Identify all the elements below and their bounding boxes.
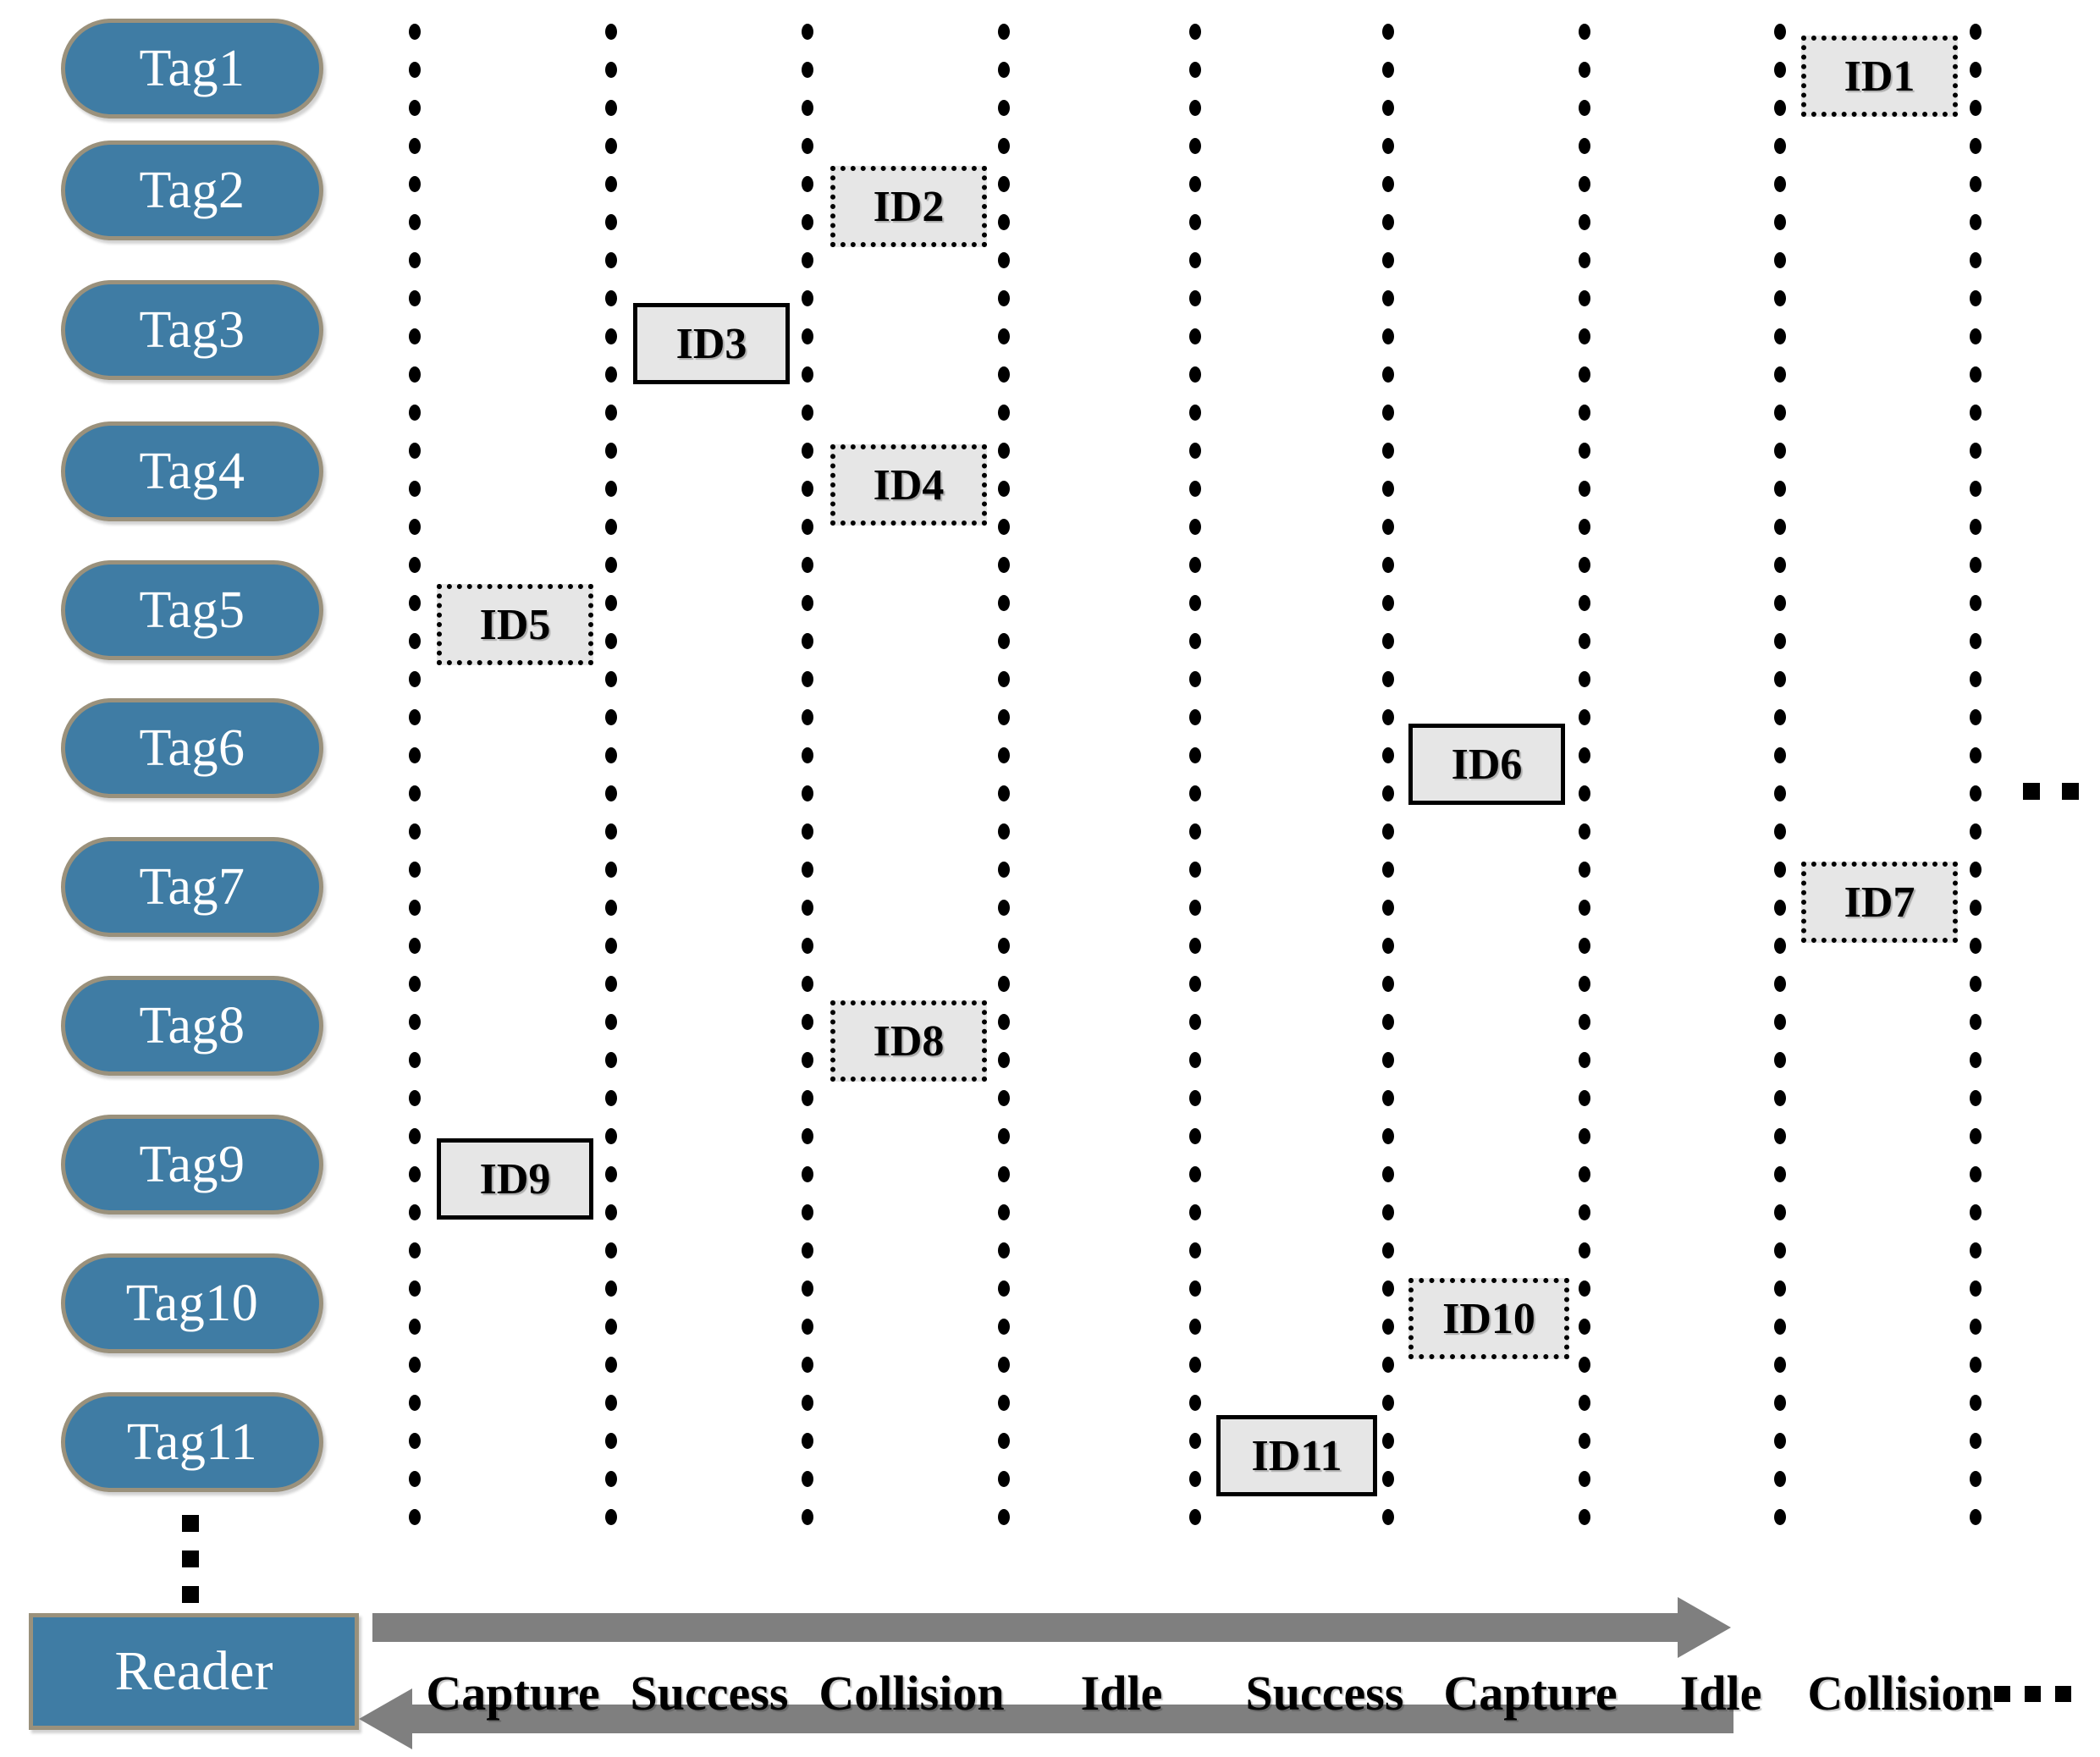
slot-label-text: Success xyxy=(1245,1665,1404,1721)
tag-label: Tag6 xyxy=(139,719,245,777)
slot-boundary-line-4 xyxy=(998,24,1010,1525)
slot-boundary-line-6 xyxy=(1382,24,1394,1525)
timeline-arrow-left-icon xyxy=(359,1688,1733,1749)
tag-pill-tag2[interactable]: Tag2 xyxy=(61,140,323,240)
id-box-label: ID10 xyxy=(1442,1294,1535,1343)
id-box-id2[interactable]: ID2 xyxy=(830,166,987,247)
id-box-label: ID8 xyxy=(873,1016,945,1066)
id-box-id4[interactable]: ID4 xyxy=(830,444,987,526)
tag-pill-tag3[interactable]: Tag3 xyxy=(61,280,323,380)
id-box-label: ID5 xyxy=(479,600,551,649)
id-box-id6[interactable]: ID6 xyxy=(1408,724,1565,805)
id-box-label: ID1 xyxy=(1844,52,1915,101)
id-box-id8[interactable]: ID8 xyxy=(830,1000,987,1082)
tag-label: Tag5 xyxy=(139,581,245,639)
arrow-left-shaft xyxy=(411,1705,1733,1733)
id-box-label: ID2 xyxy=(873,182,945,231)
tag-label: Tag3 xyxy=(139,301,245,359)
tag-label: Tag8 xyxy=(139,997,245,1055)
tag-label: Tag10 xyxy=(125,1275,259,1332)
id-box-id10[interactable]: ID10 xyxy=(1408,1278,1569,1359)
tag-label: Tag1 xyxy=(139,40,245,97)
slot-boundary-line-1 xyxy=(409,24,421,1525)
id-box-id11[interactable]: ID11 xyxy=(1216,1415,1377,1496)
tag-pill-tag9[interactable]: Tag9 xyxy=(61,1115,323,1214)
id-box-label: ID11 xyxy=(1251,1431,1342,1480)
id-box-label: ID6 xyxy=(1451,740,1523,789)
arrow-left-head xyxy=(359,1688,412,1749)
id-box-label: ID4 xyxy=(873,460,945,509)
slot-label-text: Collision xyxy=(1807,1665,1993,1721)
tag-label: Tag7 xyxy=(139,858,245,916)
slot-boundary-line-2 xyxy=(605,24,617,1525)
id-box-label: ID7 xyxy=(1844,878,1915,927)
id-box-id1[interactable]: ID1 xyxy=(1801,36,1958,117)
slot-label-text: Capture xyxy=(1443,1665,1618,1721)
slot-label-text: Idle xyxy=(1679,1665,1762,1721)
tag-pill-tag5[interactable]: Tag5 xyxy=(61,560,323,660)
timeline-continue-ellipsis-icon xyxy=(1994,1686,2071,1702)
slot-label-1: Capture xyxy=(369,1655,657,1731)
slot-label-2: Success xyxy=(565,1655,853,1731)
slot-boundary-line-8 xyxy=(1774,24,1786,1525)
slot-label-3: Collision xyxy=(768,1655,1056,1731)
tag-label: Tag4 xyxy=(139,443,245,500)
slot-boundary-line-7 xyxy=(1579,24,1590,1525)
slot-boundary-line-5 xyxy=(1189,24,1201,1525)
tag-label: Tag11 xyxy=(126,1413,258,1471)
slot-label-text: Capture xyxy=(426,1665,600,1721)
id-box-id7[interactable]: ID7 xyxy=(1801,862,1958,943)
timeline-arrow-right-icon xyxy=(372,1597,1731,1658)
slot-label-text: Success xyxy=(630,1665,789,1721)
id-box-label: ID9 xyxy=(479,1154,551,1203)
slot-label-4: Idle xyxy=(978,1655,1265,1731)
id-box-id3[interactable]: ID3 xyxy=(633,303,790,384)
tag-pill-tag11[interactable]: Tag11 xyxy=(61,1392,323,1492)
arrow-right-head xyxy=(1678,1597,1731,1658)
tag-pill-tag6[interactable]: Tag6 xyxy=(61,698,323,798)
id-box-id9[interactable]: ID9 xyxy=(437,1138,593,1220)
slot-label-5: Success xyxy=(1181,1655,1469,1731)
slot-boundary-line-3 xyxy=(802,24,813,1525)
slot-label-6: Capture xyxy=(1386,1655,1674,1731)
tag-pill-tag10[interactable]: Tag10 xyxy=(61,1253,323,1353)
reader-box[interactable]: Reader xyxy=(29,1613,359,1730)
tag-pill-tag4[interactable]: Tag4 xyxy=(61,421,323,521)
tag-label: Tag2 xyxy=(139,162,245,219)
id-box-id5[interactable]: ID5 xyxy=(437,584,593,665)
slot-label-text: Collision xyxy=(819,1665,1005,1721)
tag-label: Tag9 xyxy=(139,1136,245,1193)
tag-pill-tag7[interactable]: Tag7 xyxy=(61,837,323,937)
reader-label: Reader xyxy=(114,1640,273,1702)
slot-label-8: Collision xyxy=(1756,1655,2044,1731)
slot-boundary-line-9 xyxy=(1970,24,1981,1525)
arrow-right-shaft xyxy=(372,1613,1693,1642)
id-box-label: ID3 xyxy=(675,319,747,368)
slot-label-text: Idle xyxy=(1080,1665,1163,1721)
tags-continue-vertical-ellipsis-icon xyxy=(182,1515,199,1603)
slot-label-7: Idle xyxy=(1577,1655,1865,1731)
slots-continue-ellipsis-icon xyxy=(2023,783,2100,800)
tag-pill-tag8[interactable]: Tag8 xyxy=(61,976,323,1076)
tag-pill-tag1[interactable]: Tag1 xyxy=(61,19,323,118)
